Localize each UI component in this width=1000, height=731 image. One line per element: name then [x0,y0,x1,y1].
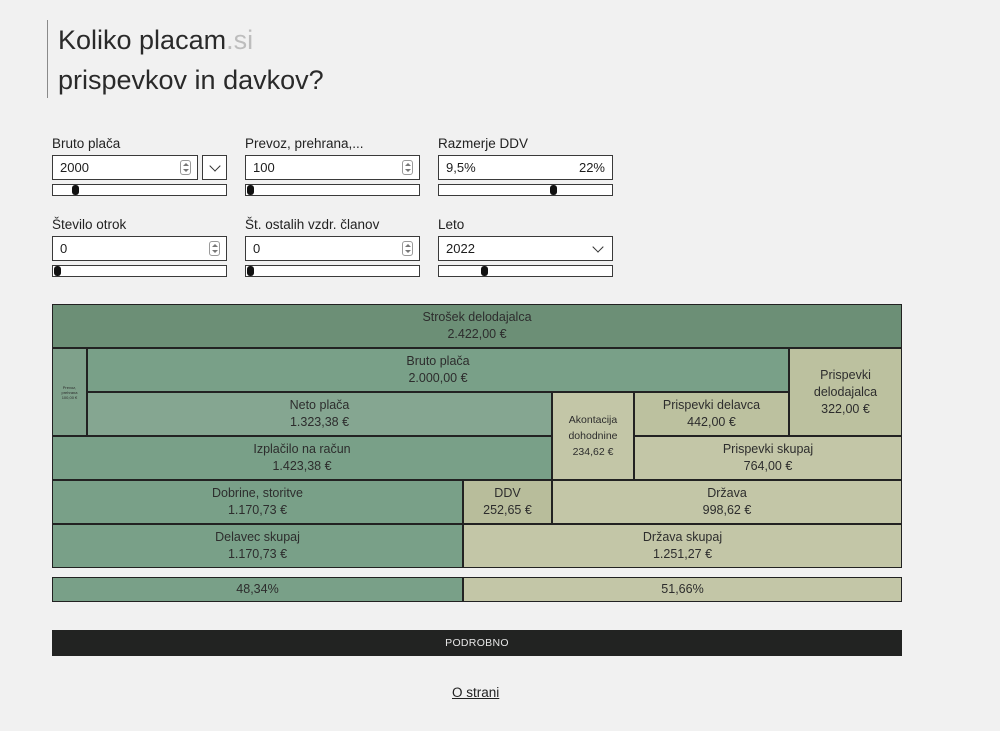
strosek-delodajalca-cell: Strošek delodajalca 2.422,00 € [52,304,902,348]
bruto-cell-value: 2.000,00 € [408,371,468,385]
prevoz-value: 100 [253,160,275,175]
prisp-delavca-label: Prispevki delavca [662,398,761,412]
bruto-field: Bruto plača [52,136,120,155]
prispevki-delodajalca-cell: Prispevki delodajalca 322,00 € [789,348,902,436]
drzava-skupaj-label: Država skupaj [642,530,723,544]
otroci-field: Število otrok [52,217,126,236]
drzava-value: 998,62 € [702,503,752,517]
leto-select[interactable]: 2022 [438,236,613,261]
strosek-value: 2.422,00 € [447,327,507,341]
page-title: Koliko placam.si prispevkov in davkov? [47,20,324,98]
prevoz-mini-line2: prehrana [61,389,78,395]
strosek-label: Strošek delodajalca [422,310,532,324]
leto-slider[interactable] [438,265,613,277]
prevoz-mini-line1: Prevoz, [62,384,77,390]
clani-slider[interactable] [245,265,420,277]
about-link[interactable]: O strani [452,685,500,700]
prisp-skupaj-value: 764,00 € [743,459,793,473]
delavec-skupaj-label: Delavec skupaj [215,530,300,544]
prevoz-field: Prevoz, prehrana,... [245,136,364,155]
title-line-2: prispevkov in davkov? [58,65,324,95]
dobrine-value: 1.170,73 € [227,503,288,517]
leto-field: Leto [438,217,464,236]
bruto-slider[interactable] [52,184,227,196]
prisp-skupaj-label: Prispevki skupaj [722,442,814,456]
akontacija-value: 234,62 € [572,446,614,458]
dobrine-cell: Dobrine, storitve 1.170,73 € [52,480,463,524]
ddv-slider-handle[interactable] [550,185,557,195]
neto-value: 1.323,38 € [289,415,350,429]
prispevki-delavca-cell: Prispevki delavca 442,00 € [634,392,789,436]
otroci-input[interactable]: 0 [52,236,227,261]
clani-slider-handle[interactable] [247,266,254,276]
otroci-value: 0 [60,241,68,256]
chevron-down-icon [209,160,221,172]
worker-share-bar: 48,34% [52,577,463,602]
clani-stepper-icon[interactable] [402,241,413,256]
clani-label: Št. ostalih vzdr. članov [245,217,380,232]
izplacilo-value: 1.423,38 € [272,459,332,473]
prisp-delodajalca-line2: delodajalca [813,384,878,399]
akontacija-cell: Akontacija dohodnine 234,62 € [552,392,634,480]
izplacilo-cell: Izplačilo na račun 1.423,38 € [52,436,552,480]
prevoz-mini-value: 100,00 € [61,394,78,400]
clani-input[interactable]: 0 [245,236,420,261]
ddv-high-value: 22% [578,160,605,175]
chevron-down-icon [592,241,604,253]
drzava-skupaj-value: 1.251,27 € [652,547,713,561]
clani-value: 0 [253,241,261,256]
prevoz-mini-cell: Prevoz, prehrana 100,00 € [52,348,87,436]
prispevki-skupaj-cell: Prispevki skupaj 764,00 € [634,436,902,480]
prevoz-input[interactable]: 100 [245,155,420,180]
izplacilo-label: Izplačilo na račun [253,442,351,456]
ddv-field: Razmerje DDV [438,136,528,155]
clani-field: Št. ostalih vzdr. članov [245,217,379,236]
bruto-slider-handle[interactable] [72,185,79,195]
bruto-dropdown-button[interactable] [202,155,227,180]
ddv-slider[interactable] [438,184,613,196]
otroci-slider-handle[interactable] [54,266,61,276]
prevoz-label: Prevoz, prehrana,... [245,136,364,151]
delavec-skupaj-cell: Delavec skupaj 1.170,73 € [52,524,463,568]
prisp-delodajalca-value: 322,00 € [821,401,870,416]
akontacija-line1: Akontacija [568,414,618,426]
prevoz-slider[interactable] [245,184,420,196]
bruto-cell-label: Bruto plača [406,354,470,368]
ddv-cell: DDV 252,65 € [463,480,552,524]
dobrine-label: Dobrine, storitve [211,486,303,500]
details-button[interactable]: PODROBNO [52,630,902,656]
title-line-1: Koliko placam.si [58,20,324,60]
title-main: Koliko placam [58,25,227,55]
bruto-placa-cell: Bruto plača 2.000,00 € [87,348,789,392]
neto-label: Neto plača [289,398,350,412]
otroci-stepper-icon[interactable] [209,241,220,256]
neto-placa-cell: Neto plača 1.323,38 € [87,392,552,436]
title-suffix: .si [226,25,254,55]
ddv-label: Razmerje DDV [438,136,529,151]
drzava-skupaj-cell: Država skupaj 1.251,27 € [463,524,902,568]
otroci-slider[interactable] [52,265,227,277]
ddv-display: 9,5% 22% [438,155,613,180]
ddv-cell-label: DDV [494,486,521,500]
bruto-label: Bruto plača [52,136,121,151]
state-share-bar: 51,66% [463,577,902,602]
prisp-delodajalca-line1: Prispevki [820,367,871,382]
prisp-delavca-value: 442,00 € [687,415,736,429]
drzava-label: Država [707,486,747,500]
prevoz-slider-handle[interactable] [247,185,254,195]
ddv-low-value: 9,5% [446,160,476,175]
bruto-value: 2000 [60,160,89,175]
delavec-skupaj-value: 1.170,73 € [227,547,288,561]
leto-slider-handle[interactable] [481,266,488,276]
leto-value: 2022 [446,241,475,256]
otroci-label: Število otrok [52,217,127,232]
ddv-cell-value: 252,65 € [483,503,532,517]
akontacija-line2: dohodnine [568,430,618,442]
bruto-input[interactable]: 2000 [52,155,198,180]
drzava-cell: Država 998,62 € [552,480,902,524]
bruto-stepper-icon[interactable] [180,160,191,175]
leto-label: Leto [438,217,465,232]
prevoz-stepper-icon[interactable] [402,160,413,175]
